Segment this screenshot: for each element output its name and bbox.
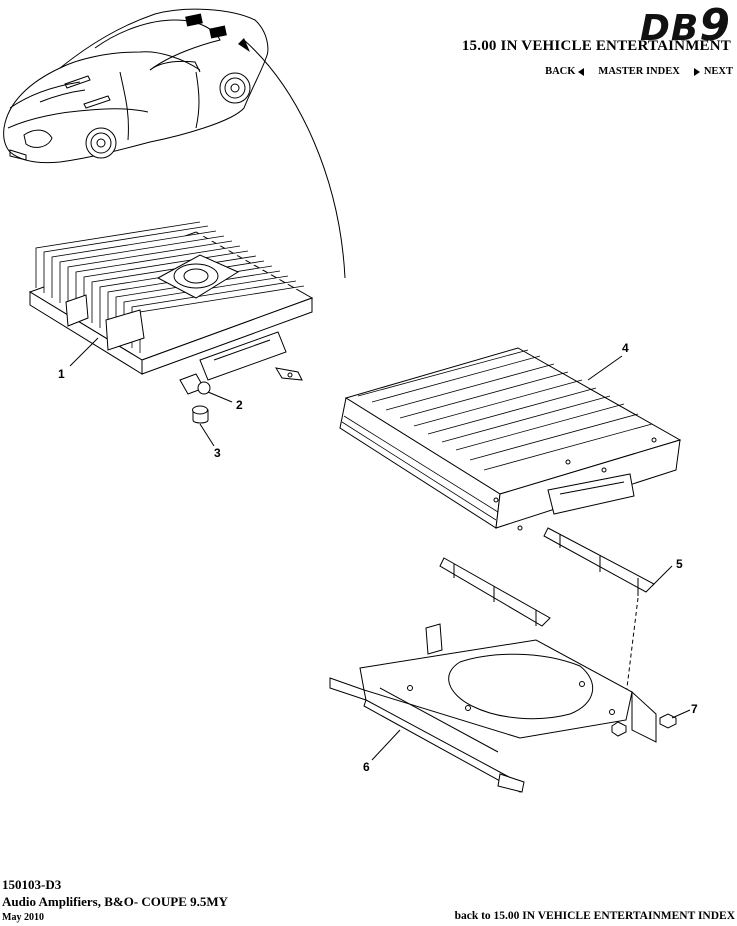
- amplifier-unit-1: [28, 221, 314, 395]
- mounting-tray-6: [329, 623, 657, 793]
- right-arrow-icon: [693, 67, 700, 76]
- brand-logo: DB9: [640, 0, 731, 51]
- next-link[interactable]: NEXT: [693, 66, 733, 77]
- heat-sink-fins: [35, 221, 305, 353]
- callout-6: 6: [363, 760, 370, 774]
- back-to-index-link[interactable]: back to 15.00 IN VEHICLE ENTERTAINMENT I…: [454, 910, 735, 922]
- back-link[interactable]: BACK: [545, 66, 585, 77]
- leader-lines: [69, 337, 691, 761]
- brand-number: 9: [699, 0, 731, 51]
- diagram-date: May 2010: [2, 912, 44, 923]
- section-title: 15.00 IN VEHICLE ENTERTAINMENT: [461, 38, 731, 54]
- bracket-rails-5: [439, 527, 655, 713]
- spacer-3: [192, 405, 209, 424]
- callout-7: 7: [691, 702, 698, 716]
- brand-text: DB: [640, 8, 700, 49]
- back-link-label: BACK: [545, 66, 576, 77]
- car-illustration: [3, 8, 346, 279]
- left-arrow-icon: [578, 67, 585, 76]
- callout-3: 3: [214, 446, 221, 460]
- diagram-code: 150103-D3: [2, 877, 62, 892]
- callout-1: 1: [58, 367, 65, 381]
- callout-5: 5: [676, 557, 683, 571]
- master-index-link[interactable]: MASTER INDEX: [598, 66, 680, 77]
- navigation-bar: BACK MASTER INDEX NEXT: [545, 66, 733, 77]
- diagram-title: Audio Amplifiers, B&O- COUPE 9.5MY: [2, 894, 229, 909]
- amplifier-unit-4: [339, 347, 682, 531]
- callout-4: 4: [622, 341, 629, 355]
- callout-2: 2: [236, 398, 243, 412]
- next-link-label: NEXT: [703, 66, 733, 77]
